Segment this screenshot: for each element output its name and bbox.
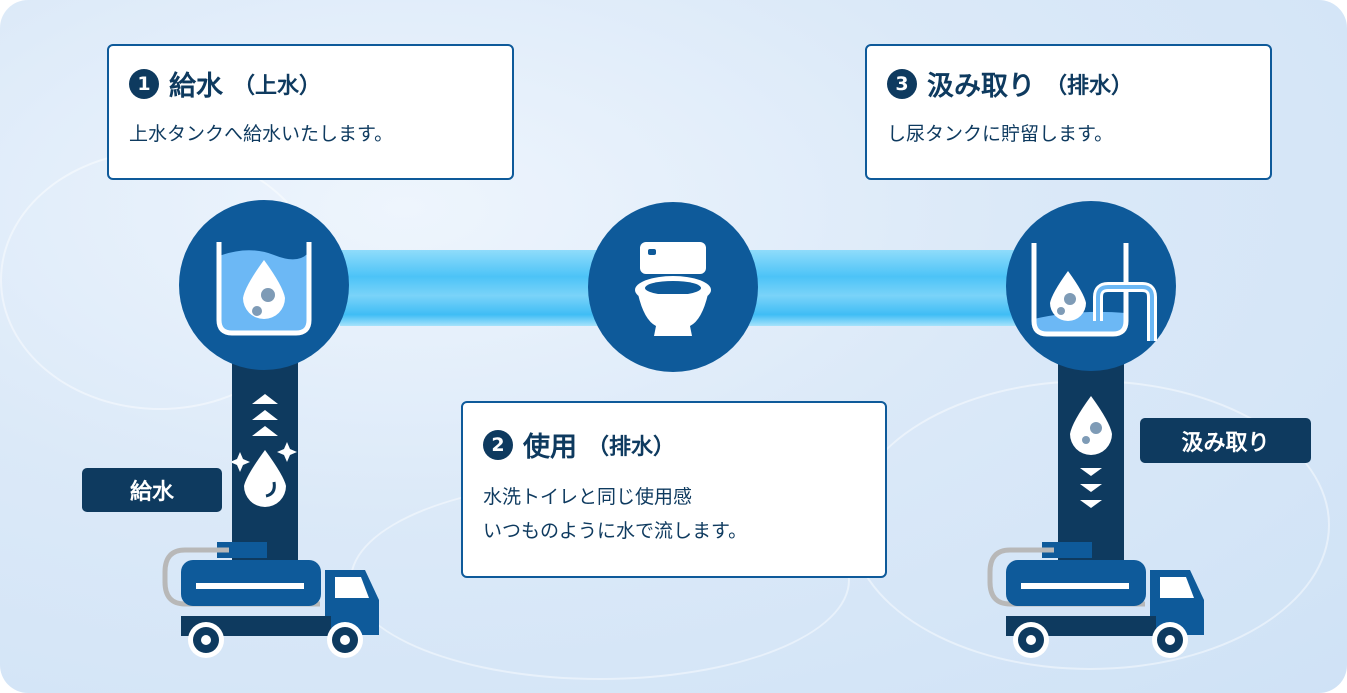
step-1-heading: 1 給水 （上水） xyxy=(129,64,492,103)
step-2-box: 2 使用 （排水） 水洗トイレと同じ使用感 いつものように水で流します。 xyxy=(461,401,887,578)
step-2-heading: 2 使用 （排水） xyxy=(483,425,865,464)
clean-water-tank-icon xyxy=(216,242,312,336)
waste-tank-icon xyxy=(1031,243,1157,341)
step-description-line: 水洗トイレと同じ使用感 xyxy=(483,486,693,508)
pumping-truck-icon xyxy=(987,542,1204,658)
toilet-icon xyxy=(635,242,711,336)
step-description: 上水タンクへ給水いたします。 xyxy=(129,123,394,145)
supply-truck-icon xyxy=(162,542,379,658)
step-title: 使用 xyxy=(523,432,577,463)
step-title: 汲み取り xyxy=(927,71,1035,102)
step-subtitle: （排水） xyxy=(1045,73,1134,99)
pumping-pillar xyxy=(1058,350,1124,562)
supply-tag: 給水 xyxy=(82,468,222,512)
step-3-heading: 3 汲み取り （排水） xyxy=(887,64,1250,103)
downward-arrows-icon xyxy=(1070,396,1112,508)
step-number-badge: 2 xyxy=(483,429,513,460)
step-number-badge: 3 xyxy=(887,68,917,99)
pumping-tag: 汲み取り xyxy=(1140,418,1311,463)
step-1-box: 1 給水 （上水） 上水タンクへ給水いたします。 xyxy=(107,44,514,180)
clean-water-drop-icon xyxy=(244,450,286,507)
step-description-line: いつものように水で流します。 xyxy=(483,520,748,542)
step-description: し尿タンクに貯留します。 xyxy=(887,123,1114,145)
step-3-box: 3 汲み取り （排水） し尿タンクに貯留します。 xyxy=(865,44,1272,180)
upward-arrows-icon xyxy=(232,394,297,507)
step-subtitle: （上水） xyxy=(233,73,322,99)
step-number-badge: 1 xyxy=(129,68,159,99)
step-subtitle: （排水） xyxy=(587,434,676,460)
step-title: 給水 xyxy=(169,71,223,102)
